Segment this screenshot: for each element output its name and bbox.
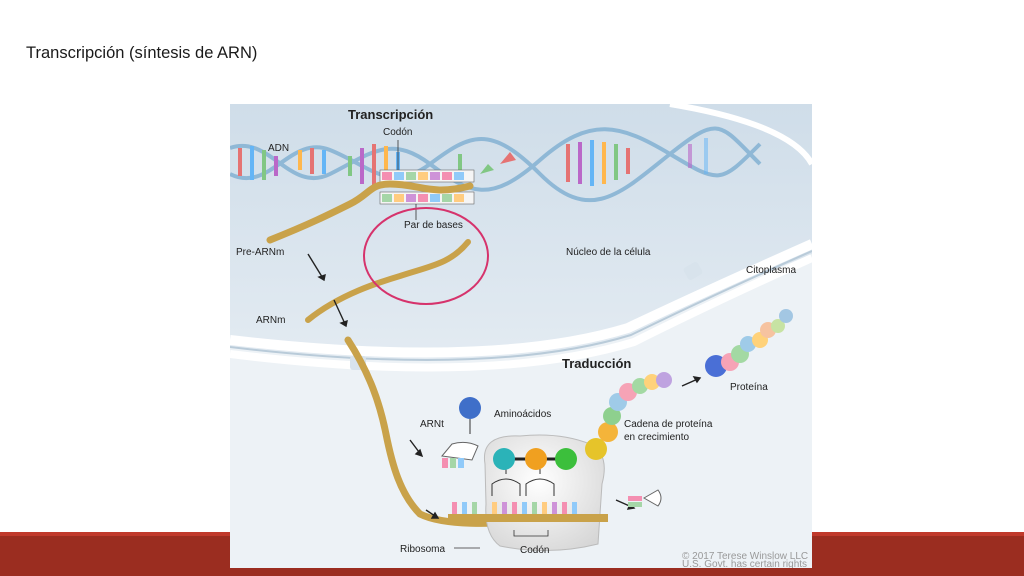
dna-helix: [230, 126, 762, 203]
nuclear-pore: [683, 262, 703, 280]
base-pair-label: Par de bases: [404, 220, 463, 231]
dna-label: ADN: [268, 143, 289, 154]
copyright-credit-line2: U.S. Govt. has certain rights: [682, 559, 807, 568]
trna-molecule: [441, 397, 481, 468]
protein-chain-label-line1: Cadena de proteína: [624, 419, 713, 430]
mrna-strand-cytoplasm: [344, 336, 564, 527]
process-arrows: [307, 253, 702, 519]
transcription-heading: Transcripción: [348, 107, 433, 122]
nuclear-membrane: [230, 239, 812, 358]
amino-acids-label: Aminoácidos: [494, 409, 551, 420]
growing-protein-chain: [598, 372, 672, 442]
transcription-bubble: [379, 140, 516, 220]
codon-label-bottom: Codón: [520, 545, 549, 556]
protein-molecule: [705, 309, 793, 377]
codon-label-top: Codón: [383, 127, 412, 138]
pre-mrna-label: Pre-ARNm: [236, 247, 284, 258]
pre-mrna-strand: [266, 180, 474, 244]
slide-title: Transcripción (síntesis de ARN): [26, 44, 258, 62]
highlight-circle: [363, 207, 489, 305]
amino-acid-chain: [493, 438, 607, 470]
protein-label: Proteína: [730, 382, 768, 393]
cytoplasm-label: Citoplasma: [746, 265, 796, 276]
copyright-credit: © 2017 Terese Winslow LLC: [682, 551, 808, 562]
trna-label: ARNt: [420, 419, 444, 430]
translation-heading: Traducción: [562, 356, 631, 371]
transcription-translation-illustration: Transcripción Codón ADN Par de bases Pre…: [230, 104, 812, 568]
ribosome-label: Ribosoma: [400, 544, 445, 555]
nucleus-label: Núcleo de la célula: [566, 247, 651, 258]
protein-chain-label-line2: en crecimiento: [624, 432, 689, 443]
released-trna: [628, 489, 662, 507]
mrna-label: ARNm: [256, 315, 285, 326]
